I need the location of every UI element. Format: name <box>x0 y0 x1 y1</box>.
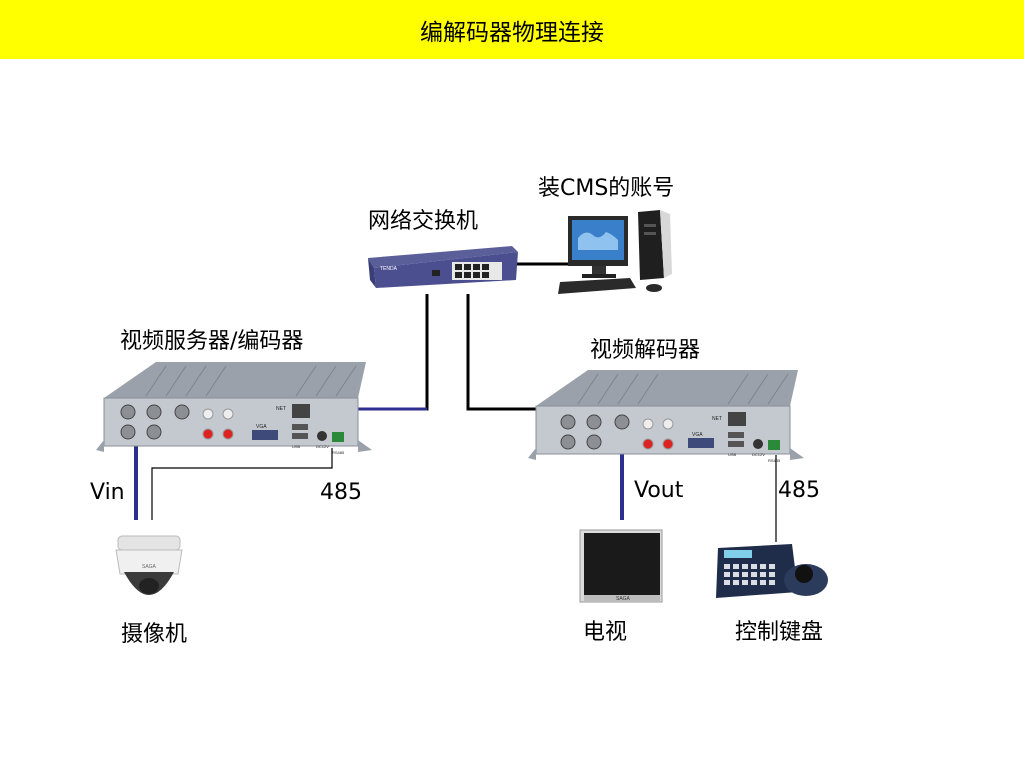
switch-brand-text: TENDA <box>380 266 398 272</box>
encoder-rs485-text: RS485 <box>332 450 345 455</box>
camera-icon: SAGA <box>115 535 183 595</box>
decoder-device-icon: NET VGA USB DC12V RS485 <box>528 370 804 463</box>
encoder-485-cable <box>151 448 333 520</box>
decoder-vga-text: VGA <box>692 432 703 438</box>
tv-icon: SAGA <box>579 529 663 603</box>
decoder-dc12v-text: DC12V <box>752 452 765 457</box>
encoder-usb-text: USB <box>292 444 301 449</box>
switch-label: 网络交换机 <box>368 209 479 234</box>
decoder-485-label: 485 <box>778 478 820 503</box>
vin-label: Vin <box>90 480 125 505</box>
title-banner: 编解码器物理连接 <box>0 0 1024 59</box>
tv-label: 电视 <box>583 620 628 645</box>
encoder-dc12v-text: DC12V <box>316 444 329 449</box>
control-keyboard-icon <box>716 544 828 598</box>
keyboard-label: 控制键盘 <box>735 620 824 645</box>
page-title: 编解码器物理连接 <box>420 20 604 46</box>
computer-icon <box>558 210 672 294</box>
decoder-net-text: NET <box>712 416 722 422</box>
encoder-device-icon: NET VGA USB DC12V RS485 <box>96 362 372 455</box>
vout-label: Vout <box>634 478 684 503</box>
svg-text:SAGA: SAGA <box>142 564 157 570</box>
camera-label: 摄像机 <box>121 622 188 647</box>
tv-brand-text: SAGA <box>616 596 631 602</box>
net-cable-decoder <box>466 294 543 411</box>
encoder-485-label: 485 <box>320 480 362 505</box>
network-switch-icon: TENDA <box>368 246 518 288</box>
cms-account-label: 装CMS的账号 <box>538 176 675 201</box>
decoder-rs485-text: RS485 <box>768 458 781 463</box>
encoder-vga-text: VGA <box>256 424 267 430</box>
encoder-label: 视频服务器/编码器 <box>120 329 304 354</box>
decoder-usb-text: USB <box>728 452 737 457</box>
decoder-label: 视频解码器 <box>590 338 701 363</box>
encoder-net-text: NET <box>276 406 286 412</box>
